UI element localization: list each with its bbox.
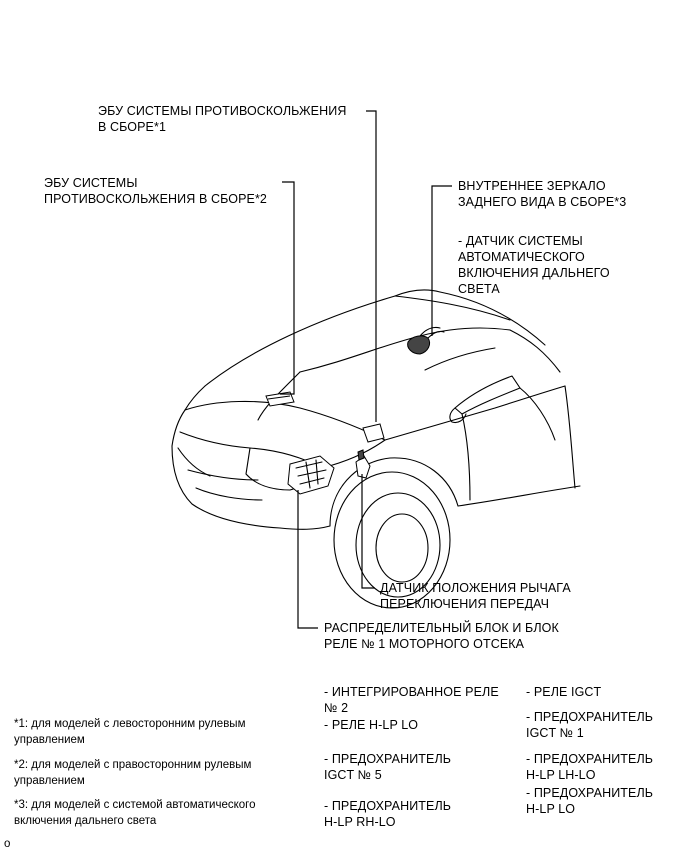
car-outline [171, 289, 581, 609]
ecu-part-2 [265, 391, 295, 407]
relay-item: - ПРЕДОХРАНИТЕЛЬ IGCT № 5 [324, 752, 452, 782]
footnote-3: *3: для моделей с системой автоматическо… [14, 799, 256, 827]
figure-id: o [4, 838, 11, 850]
label-ecu-rhd: ЭБУ СИСТЕМЫ ПРОТИВОСКОЛЬЖЕНИЯ В СБОРЕ*2 [44, 176, 267, 206]
shift-sensor-part [355, 449, 371, 479]
label-ecu-lhd: ЭБУ СИСТЕМЫ ПРОТИВОСКОЛЬЖЕНИЯ В СБОРЕ*1 [98, 104, 347, 134]
footnote-2: *2: для моделей с правосторонним рулевым… [14, 759, 252, 787]
relay-item: - ПРЕДОХРАНИТЕЛЬ H-LP LO [526, 786, 654, 816]
label-shift-sensor: ДАТЧИК ПОЛОЖЕНИЯ РЫЧАГА ПЕРЕКЛЮЧЕНИЯ ПЕР… [380, 581, 571, 611]
ecu-part-1 [362, 423, 385, 443]
relay-item: - РЕЛЕ H-LP LO [324, 718, 419, 732]
relay-block-part [287, 455, 335, 495]
leader-lines [280, 110, 452, 629]
label-mirror: ВНУТРЕННЕЕ ЗЕРКАЛО ЗАДНЕГО ВИДА В СБОРЕ*… [458, 179, 627, 209]
footnote-1: *1: для моделей с левосторонним рулевым … [14, 718, 246, 746]
relay-item: - РЕЛЕ IGCT [526, 685, 602, 699]
relay-item: - ПРЕДОХРАНИТЕЛЬ H-LP RH-LO [324, 799, 452, 829]
relay-item: - ИНТЕГРИРОВАННОЕ РЕЛЕ № 2 [324, 685, 499, 715]
relay-item: - ПРЕДОХРАНИТЕЛЬ IGCT № 1 [526, 710, 654, 740]
label-relay-block: РАСПРЕДЕЛИТЕЛЬНЫЙ БЛОК И БЛОК РЕЛЕ № 1 М… [324, 621, 559, 651]
relay-item: - ПРЕДОХРАНИТЕЛЬ H-LP LH-LO [526, 752, 654, 782]
mirror-part [407, 326, 445, 355]
label-mirror-sensor: - ДАТЧИК СИСТЕМЫ АВТОМАТИЧЕСКОГО ВКЛЮЧЕН… [458, 234, 610, 296]
